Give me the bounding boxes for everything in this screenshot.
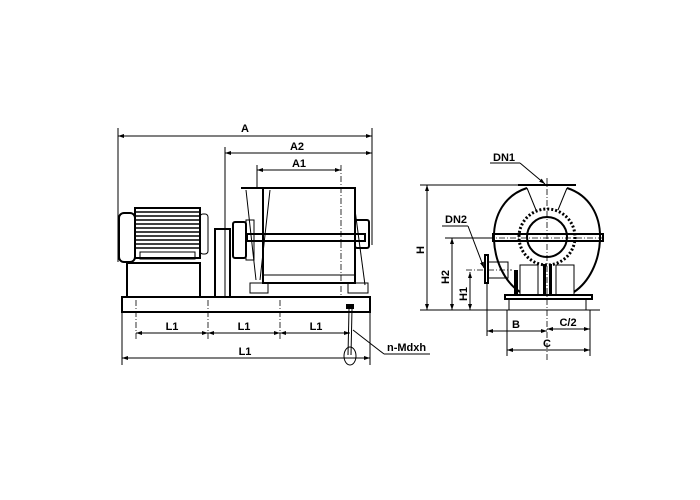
h-label: H: [415, 246, 427, 254]
outlet-pipe: [466, 254, 512, 284]
dimension-h1: H1: [458, 272, 472, 310]
base-frame: [121, 296, 371, 313]
side-view: A A2 A1: [117, 123, 430, 366]
dimension-l1-label: L1: [166, 321, 179, 333]
dimension-l1-total-label: L1: [239, 346, 252, 358]
anchor-bolt-label: n-Mdxh: [387, 342, 426, 354]
dn1-label: DN1: [493, 152, 515, 164]
dimension-a1: A1: [256, 158, 342, 295]
dimension-a1-label: A1: [292, 158, 306, 170]
dimension-b: B: [486, 283, 547, 336]
h1-label: H1: [458, 287, 470, 301]
dimension-l1-row: L1 L1 L1: [136, 321, 350, 335]
b-label: B: [512, 319, 520, 331]
dimension-a-label: A: [241, 123, 249, 135]
dimension-dn1: DN1: [490, 152, 546, 185]
dimension-dn2: DN2: [442, 214, 485, 269]
dimension-h: H: [415, 185, 429, 310]
dimension-h2: H2: [440, 237, 493, 310]
coupling: [214, 219, 255, 298]
dimension-c-half: C/2: [506, 310, 591, 356]
dimension-l1-label: L1: [238, 321, 251, 333]
c-label: C: [543, 338, 551, 350]
motor: [118, 207, 209, 298]
dn2-label: DN2: [445, 214, 467, 226]
end-view: DN1 DN2 H H2 H1 B: [415, 152, 606, 360]
dimension-a2: A2: [224, 141, 372, 297]
dimension-l1-total: L1: [122, 346, 370, 360]
blower-body: [241, 187, 370, 294]
c-half-label: C/2: [559, 317, 576, 329]
gear-ring: [517, 207, 577, 267]
dimension-l1-label: L1: [310, 321, 323, 333]
h2-label: H2: [440, 270, 452, 284]
dimension-c: C: [507, 338, 590, 352]
dimension-a2-label: A2: [290, 141, 304, 153]
blower-casing: [492, 184, 604, 311]
anchor-bolt: n-Mdxh: [343, 304, 430, 366]
